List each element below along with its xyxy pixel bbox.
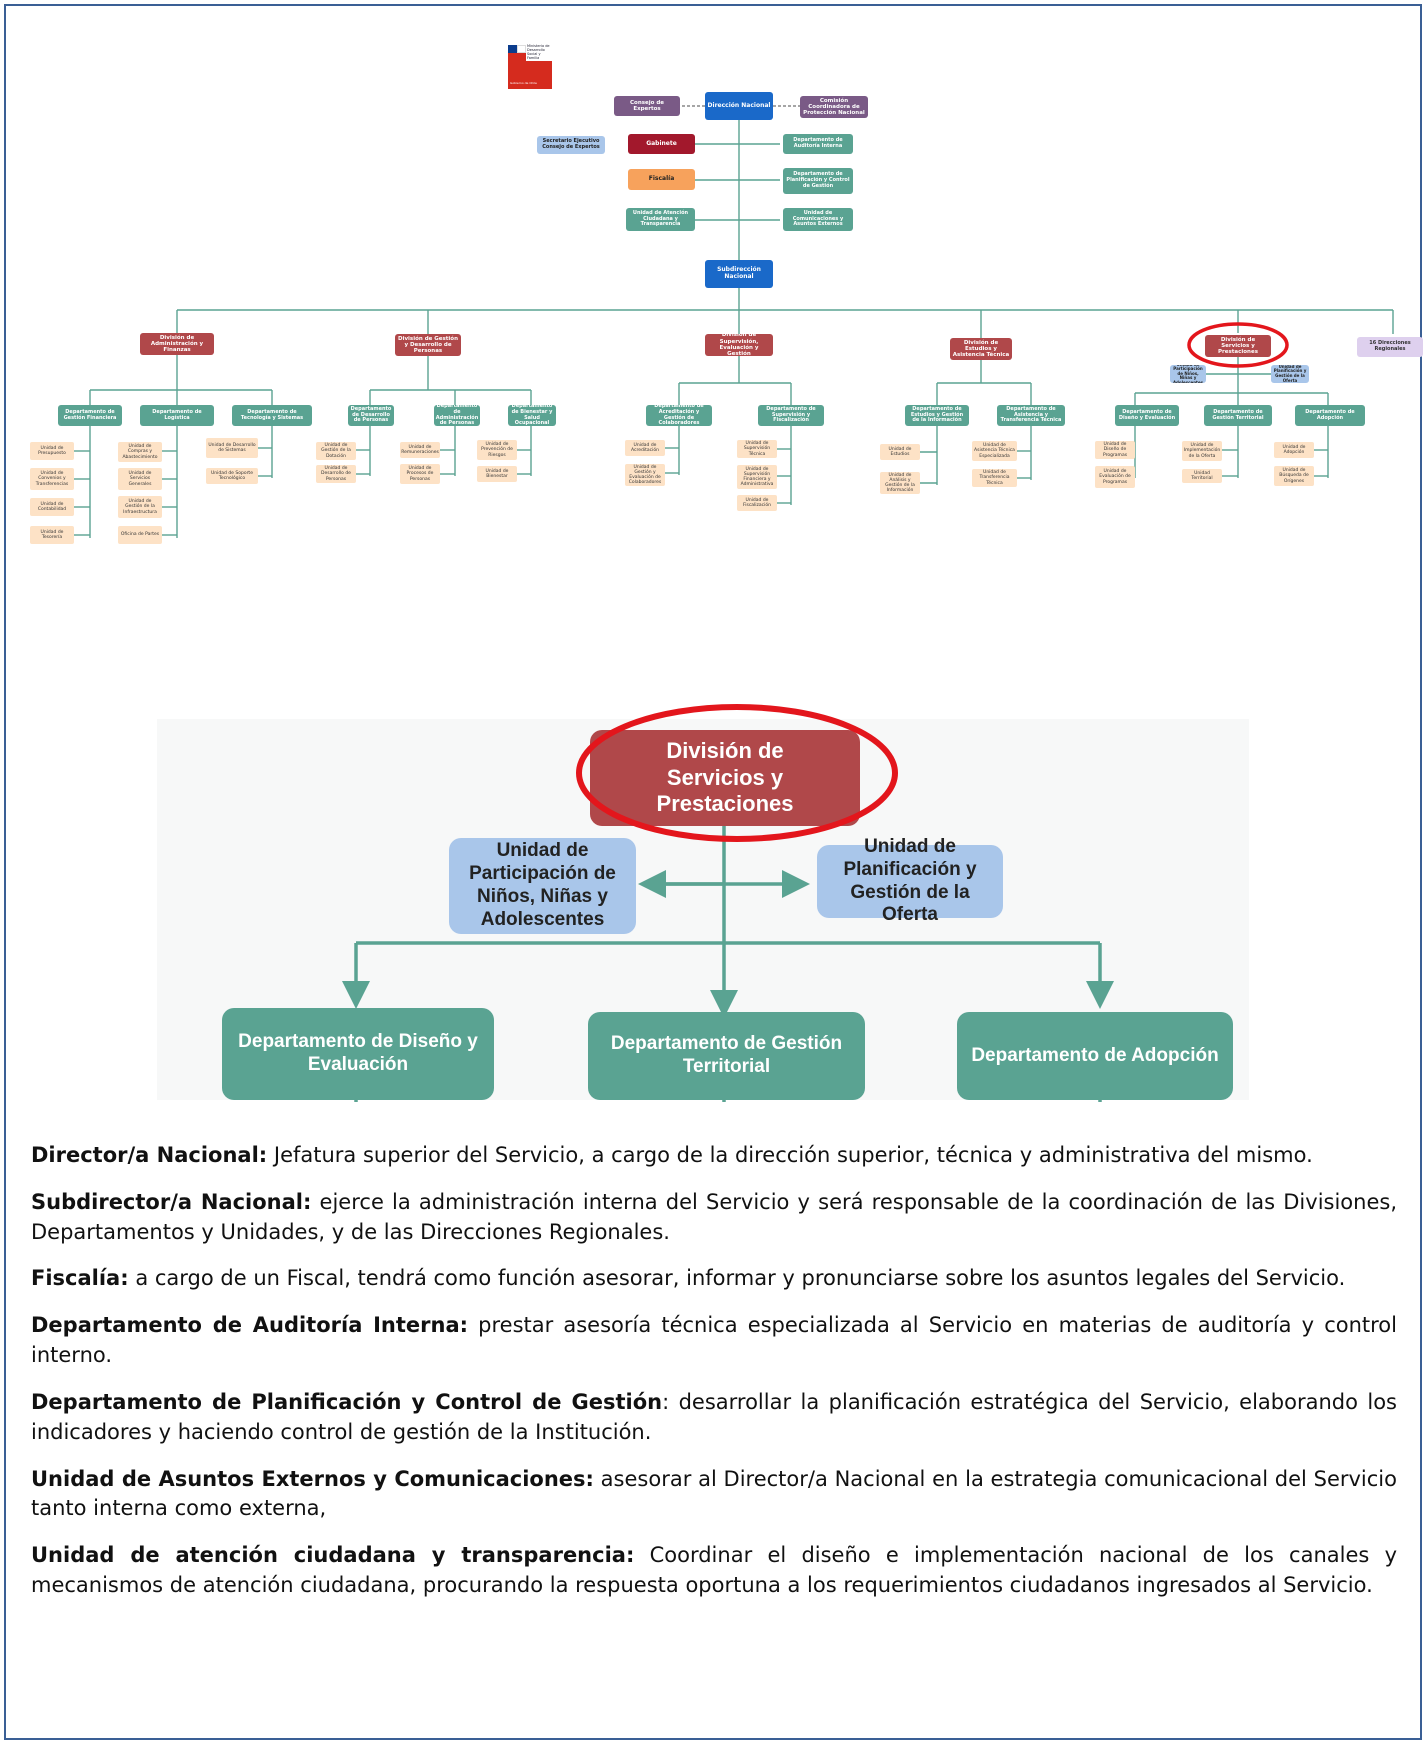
description-paragraph: Director/a Nacional: Jefatura superior d… bbox=[31, 1141, 1397, 1171]
planificacion-control-box: Departamento de Planificación y Control … bbox=[783, 168, 853, 194]
consejo-expertos-box: Consejo de Expertos bbox=[614, 96, 680, 116]
zoom-dept-adopcion: Departamento de Adopción bbox=[957, 1012, 1233, 1100]
description-term: Departamento de Planificación y Control … bbox=[31, 1389, 663, 1414]
org-chart-connectors bbox=[74, 105, 1394, 538]
dept-logistica: Departamento de Logística bbox=[140, 405, 214, 426]
zoom-division-box: División de Servicios y Prestaciones bbox=[590, 730, 860, 826]
unidad-participacion-small: Unidad de Participación de Niños, Niñas … bbox=[1170, 365, 1206, 383]
unidad-planificacion-small: Unidad de Planificación y Gestión de la … bbox=[1271, 365, 1309, 383]
unit-prevencion-riesgos: Unidad de Prevención de Riesgos bbox=[477, 440, 517, 460]
zoom-dept-gestion-territorial: Departamento de Gestión Territorial bbox=[588, 1012, 865, 1100]
subdireccion-nacional-box: Subdirección Nacional bbox=[705, 260, 773, 288]
division-estudios-box: División de Estudios y Asistencia Técnic… bbox=[950, 338, 1012, 360]
dept-estudios: Departamento de Estudios y Gestión de la… bbox=[905, 405, 969, 426]
description-paragraph: Departamento de Auditoría Interna: prest… bbox=[31, 1311, 1397, 1371]
description-paragraph: Subdirector/a Nacional: ejerce la admini… bbox=[31, 1188, 1397, 1248]
secretario-ejecutivo-box: Secretario Ejecutivo Consejo de Expertos bbox=[537, 136, 605, 154]
dept-gestion-financiera: Departamento de Gestión Financiera bbox=[58, 405, 122, 426]
unit-remuneraciones: Unidad de Remuneraciones bbox=[400, 442, 440, 458]
unit-infraestructura: Unidad de Gestión de la Infraestructura bbox=[118, 496, 162, 518]
unit-evaluacion-programas: Unidad de Evaluación de Programas bbox=[1095, 466, 1135, 488]
description-text: ejerce la administración interna del Ser… bbox=[31, 1189, 1397, 1244]
unit-oficina-partes: Oficina de Partes bbox=[118, 526, 162, 544]
unit-desarrollo-sistemas: Unidad de Desarrollo de Sistemas bbox=[206, 438, 258, 458]
description-text: asesorar al Director/a Nacional en la es… bbox=[31, 1466, 1397, 1521]
unit-transferencia-tecnica: Unidad de Transferencia Técnica bbox=[972, 469, 1017, 487]
unit-dotacion: Unidad de Gestión de la Dotación bbox=[316, 442, 356, 460]
unit-territorial: Unidad Territorial bbox=[1182, 469, 1222, 483]
gabinete-box: Gabinete bbox=[628, 134, 695, 154]
unit-supervision-tecnica: Unidad de Supervisión Técnica bbox=[737, 440, 777, 458]
unit-analisis-informacion: Unidad de Análisis y Gestión de la Infor… bbox=[880, 472, 920, 494]
comision-coordinadora-box: Comisión Coordinadora de Protección Naci… bbox=[800, 96, 868, 118]
zoom-highlight-layer bbox=[576, 704, 898, 842]
highlight-circle-large bbox=[576, 704, 898, 842]
unit-estudios: Unidad de Estudios bbox=[880, 444, 920, 460]
unit-contabilidad: Unidad de Contabilidad bbox=[30, 498, 74, 516]
description-text: Jefatura superior del Servicio, a cargo … bbox=[267, 1143, 1313, 1167]
dept-gestion-territorial-small: Departamento de Gestión Territorial bbox=[1204, 405, 1272, 426]
auditoria-interna-box: Departamento de Auditoría Interna bbox=[783, 134, 853, 154]
description-paragraph: Unidad de atención ciudadana y transpare… bbox=[31, 1541, 1397, 1601]
description-term: Departamento de Auditoría Interna: bbox=[31, 1313, 469, 1338]
unit-compras: Unidad de Compras y Abastecimiento bbox=[118, 442, 162, 462]
page-border bbox=[4, 4, 1422, 1740]
direcciones-regionales-box: 16 Direcciones Regionales bbox=[1357, 337, 1423, 357]
dept-adopcion-small: Departamento de Adopción bbox=[1295, 405, 1365, 426]
unit-servicios-generales: Unidad de Servicios Generales bbox=[118, 468, 162, 490]
unit-asistencia-especializada: Unidad de Asistencia Técnica Especializa… bbox=[972, 441, 1017, 461]
division-administracion-box: División de Administración y Finanzas bbox=[140, 333, 214, 355]
unit-bienestar: Unidad de Bienestar bbox=[477, 466, 517, 482]
description-text: prestar asesoría técnica especializada a… bbox=[31, 1313, 1397, 1368]
dept-acreditacion: Departamento de Acreditación y Gestión d… bbox=[646, 405, 712, 426]
unit-tesoreria: Unidad de Tesorería bbox=[30, 526, 74, 544]
description-term: Subdirector/a Nacional: bbox=[31, 1189, 312, 1214]
logo-subtext: Gobierno de Chile bbox=[510, 81, 537, 85]
fiscalia-box: Fiscalía bbox=[628, 169, 695, 190]
dept-diseno-small: Departamento de Diseño y Evaluación bbox=[1115, 405, 1179, 426]
unit-adopcion: Unidad de Adopción bbox=[1274, 442, 1314, 458]
unit-implementacion-oferta: Unidad de Implementación de la Oferta bbox=[1182, 441, 1222, 461]
atencion-ciudadana-box: Unidad de Atención Ciudadana y Transpare… bbox=[626, 208, 695, 231]
dept-bienestar: Departamento de Bienestar y Salud Ocupac… bbox=[508, 405, 556, 426]
description-text: : desarrollar la planificación estratégi… bbox=[31, 1389, 1398, 1444]
description-paragraph: Unidad de Asuntos Externos y Comunicacio… bbox=[31, 1465, 1397, 1525]
zoom-unit-participacion: Unidad de Participación de Niños, Niñas … bbox=[449, 838, 636, 934]
unit-procesos-personas: Unidad de Procesos de Personas bbox=[400, 464, 440, 484]
unit-presupuesto: Unidad de Presupuesto bbox=[30, 442, 74, 460]
zoom-dept-diseno: Departamento de Diseño y Evaluación bbox=[222, 1008, 494, 1100]
unit-desarrollo-personas: Unidad de Desarrollo de Personas bbox=[316, 465, 356, 483]
division-gestion-personas-box: División de Gestión y Desarrollo de Pers… bbox=[395, 334, 461, 356]
description-text: a cargo de un Fiscal, tendrá como funció… bbox=[128, 1266, 1346, 1291]
unit-convenios: Unidad de Convenios y Transferencias bbox=[30, 468, 74, 490]
description-paragraph: Fiscalía: a cargo de un Fiscal, tendrá c… bbox=[31, 1264, 1397, 1294]
description-term: Unidad de Asuntos Externos y Comunicacio… bbox=[31, 1466, 594, 1491]
role-descriptions: Director/a Nacional: Jefatura superior d… bbox=[31, 1141, 1397, 1618]
dept-administracion-personas: Departamento de Administración de Person… bbox=[434, 405, 480, 426]
logo-text: Ministerio de Desarrollo Social y Famili… bbox=[527, 44, 550, 60]
dept-tecnologia: Departamento de Tecnología y Sistemas bbox=[232, 405, 312, 426]
division-servicios-box: División de Servicios y Prestaciones bbox=[1205, 335, 1271, 357]
zoom-unit-planificacion: Unidad de Planificación y Gestión de la … bbox=[817, 836, 1003, 925]
unit-gestion-colaboradores: Unidad de Gestión y Evaluación de Colabo… bbox=[625, 464, 665, 486]
description-term: Fiscalía: bbox=[31, 1266, 129, 1291]
division-supervision-box: División de Supervisión, Evaluación y Ge… bbox=[705, 334, 773, 356]
description-term: Unidad de atención ciudadana y transpare… bbox=[31, 1543, 635, 1568]
unit-fiscalizacion: Unidad de Fiscalización bbox=[737, 495, 777, 511]
dept-supervision-fiscalizacion: Departamento de Supervisión y Fiscalizac… bbox=[758, 405, 824, 426]
comunicaciones-box: Unidad de Comunicaciones y Asuntos Exter… bbox=[783, 208, 853, 231]
unit-acreditacion: Unidad de Acreditación bbox=[625, 440, 665, 456]
ministry-logo: Ministerio de Desarrollo Social y Famili… bbox=[508, 44, 552, 89]
unit-supervision-financiera: Unidad de Supervisión Financiera y Admin… bbox=[737, 465, 777, 489]
dept-asistencia: Departamento de Asistencia y Transferenc… bbox=[997, 405, 1065, 426]
unit-soporte: Unidad de Soporte Tecnológico bbox=[206, 468, 258, 484]
dept-desarrollo-personas: Departamento de Desarrollo de Personas bbox=[348, 405, 394, 426]
direccion-nacional-box: Dirección Nacional bbox=[705, 92, 773, 120]
description-paragraph: Departamento de Planificación y Control … bbox=[31, 1388, 1397, 1448]
description-text: Coordinar el diseño e implementación nac… bbox=[31, 1543, 1397, 1597]
unit-busqueda-origenes: Unidad de Búsqueda de Orígenes bbox=[1274, 466, 1314, 486]
unit-diseno-programas: Unidad de Diseño de Programas bbox=[1095, 441, 1135, 459]
highlight-circle-small bbox=[1187, 322, 1289, 368]
description-term: Director/a Nacional: bbox=[31, 1143, 268, 1167]
